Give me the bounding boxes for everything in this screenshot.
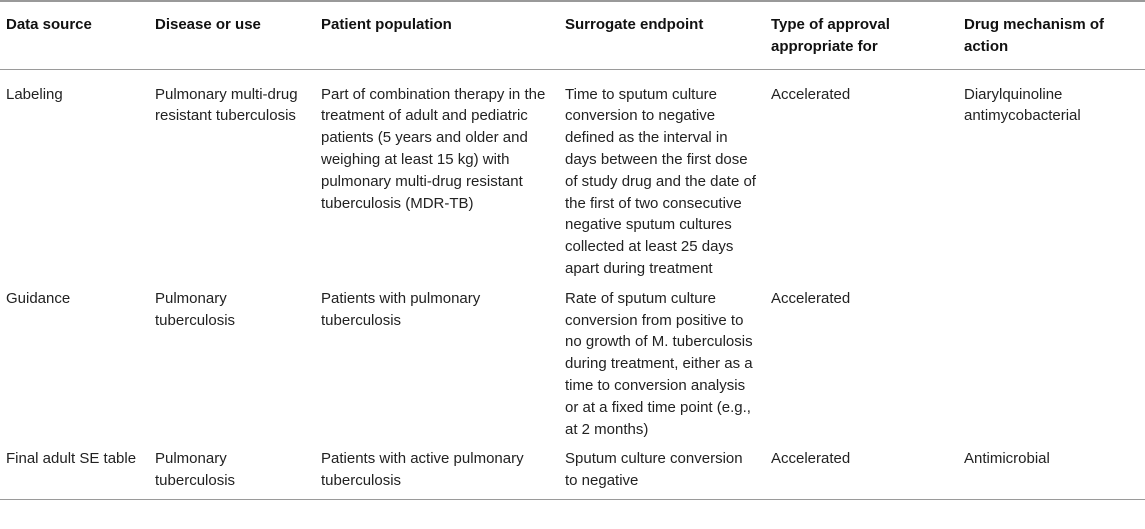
cell-disease-or-use: Pulmonary tuberculosis bbox=[155, 289, 236, 329]
cell-approval-type: Accelerated bbox=[771, 289, 851, 307]
cell-drug-mechanism: Diarylquinoline antimycobacterial bbox=[964, 85, 1081, 125]
cell-patient-population: Patients with active pulmonary tuberculo… bbox=[315, 448, 559, 500]
cell-disease-or-use: Pulmonary multi-drug resistant tuberculo… bbox=[155, 85, 298, 125]
header-data-source: Data source bbox=[0, 0, 149, 70]
cell-data-source: Labeling bbox=[6, 85, 63, 103]
table-header: Data source Disease or use Patient popul… bbox=[0, 0, 1145, 70]
table-row: Labeling Pulmonary multi-drug resistant … bbox=[0, 69, 1145, 288]
cell-approval-type: Accelerated bbox=[765, 448, 958, 500]
header-approval-type: Type of approval appropriate for bbox=[765, 0, 958, 70]
cell-data-source: Final adult SE table bbox=[0, 448, 149, 500]
table-row: Guidance Pulmonary tuberculosis Patients… bbox=[0, 288, 1145, 449]
header-row: Data source Disease or use Patient popul… bbox=[0, 0, 1145, 70]
cell-surrogate-endpoint: Sputum culture conversion to negative bbox=[559, 448, 765, 500]
header-disease-or-use: Disease or use bbox=[149, 0, 315, 70]
header-surrogate-endpoint: Surrogate endpoint bbox=[559, 0, 765, 70]
cell-approval-type: Accelerated bbox=[771, 85, 851, 103]
cell-surrogate-endpoint: Rate of sputum culture conversion from p… bbox=[565, 289, 753, 438]
header-patient-population: Patient population bbox=[315, 0, 559, 70]
surrogate-endpoint-table: Data source Disease or use Patient popul… bbox=[0, 0, 1145, 500]
header-drug-mechanism: Drug mechanism of action bbox=[958, 0, 1145, 70]
cell-drug-mechanism bbox=[958, 288, 1145, 449]
table-row: Final adult SE table Pulmonary tuberculo… bbox=[0, 448, 1145, 500]
cell-drug-mechanism: Antimicrobial bbox=[958, 448, 1145, 500]
cell-surrogate-endpoint: Time to sputum culture conversion to neg… bbox=[565, 85, 756, 277]
cell-patient-population: Part of combination therapy in the treat… bbox=[321, 85, 546, 212]
cell-data-source: Guidance bbox=[6, 289, 71, 307]
cell-disease-or-use: Pulmonary tuberculosis bbox=[149, 448, 315, 500]
table-body: Labeling Pulmonary multi-drug resistant … bbox=[0, 69, 1145, 500]
cell-patient-population: Patients with pulmonary tuberculosis bbox=[321, 289, 481, 329]
